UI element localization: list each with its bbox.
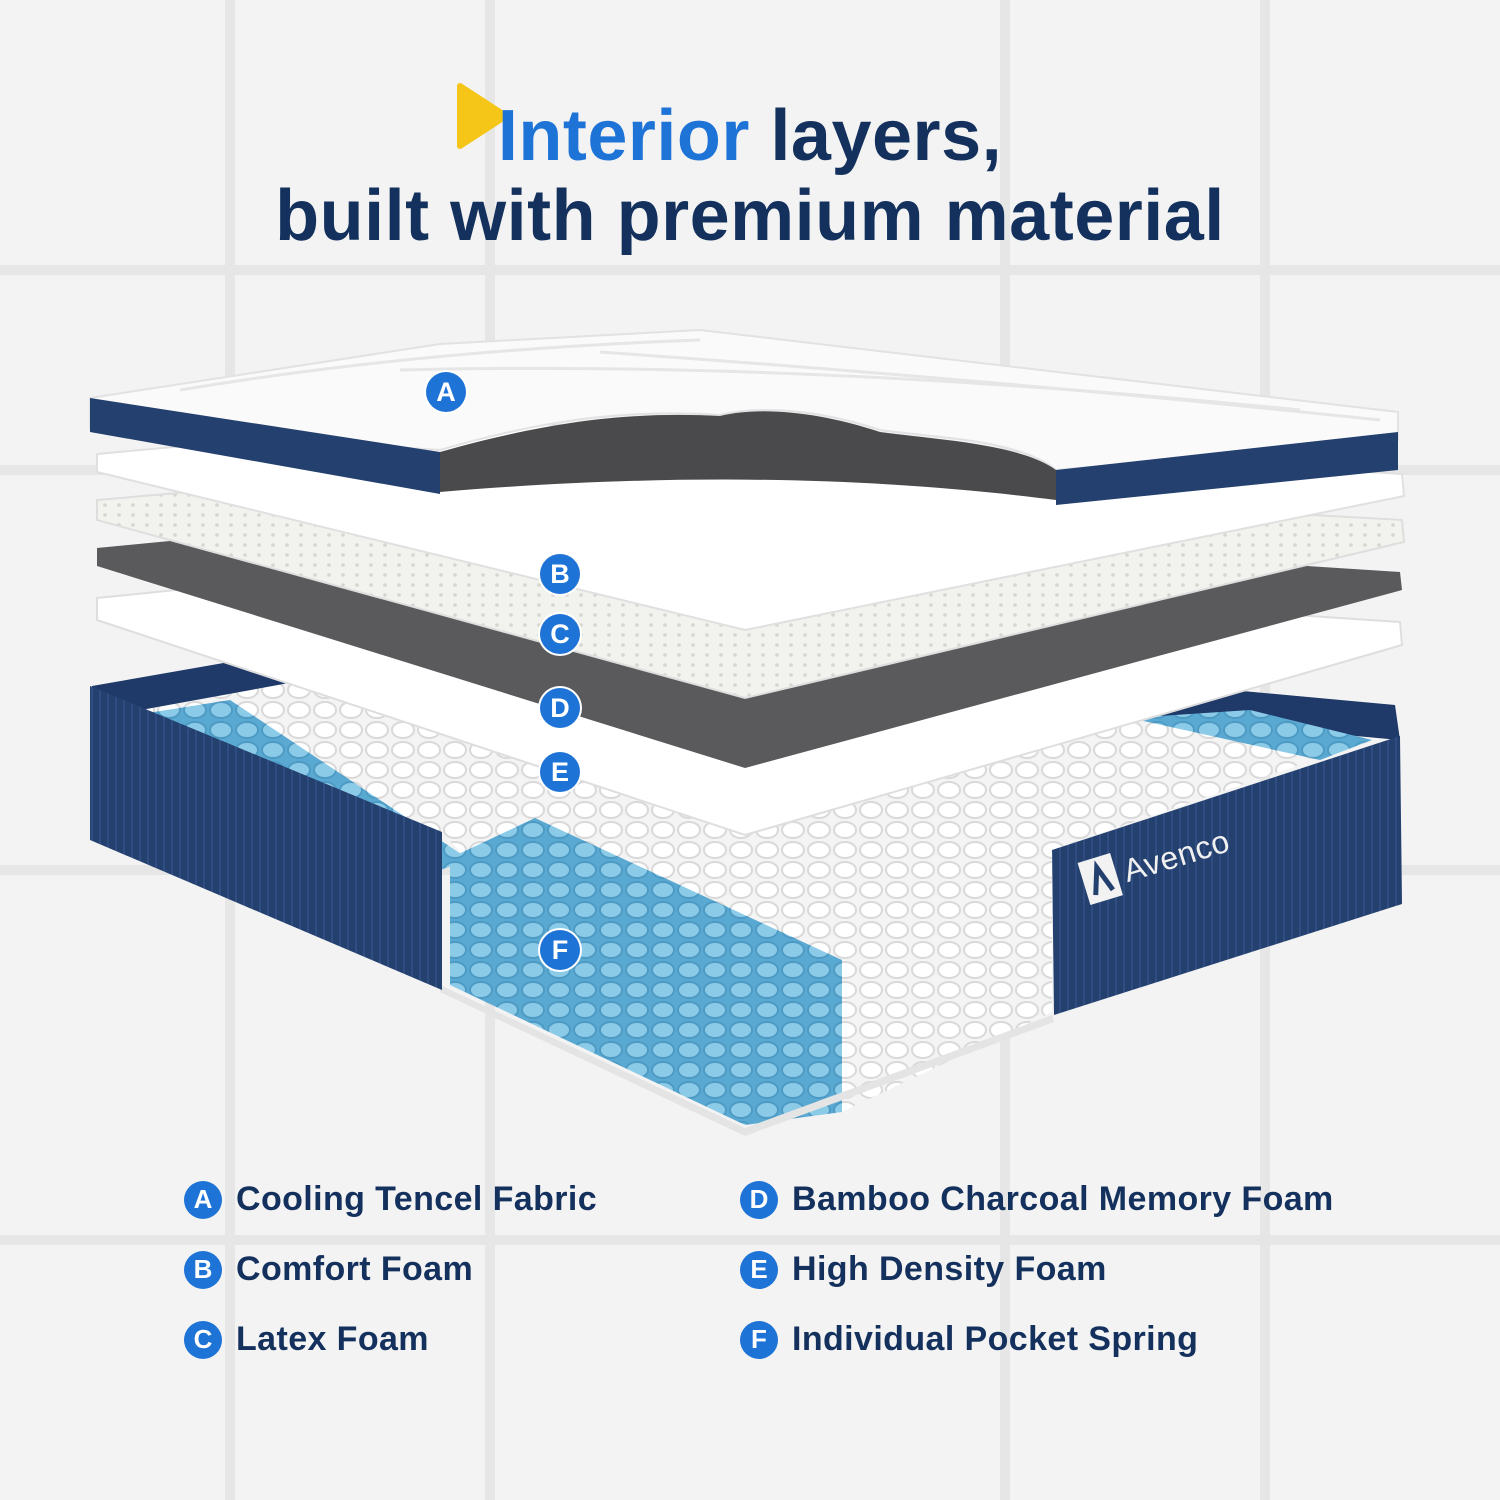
legend-badge-b: B bbox=[184, 1250, 222, 1289]
legend-badge-e: E bbox=[740, 1250, 778, 1289]
layer-a-right-edge bbox=[1056, 432, 1398, 505]
marker-b: B bbox=[540, 554, 580, 594]
legend-label-c: Latex Foam bbox=[236, 1320, 429, 1358]
marker-d: D bbox=[540, 688, 580, 728]
heading-line-2: built with premium material bbox=[275, 176, 1225, 256]
legend-item-c: C Latex Foam bbox=[184, 1320, 429, 1359]
play-mark-icon bbox=[457, 83, 509, 149]
heading-line-1-rest: layers, bbox=[749, 96, 1003, 176]
legend-label-d: Bamboo Charcoal Memory Foam bbox=[792, 1180, 1334, 1218]
legend-badge-d: D bbox=[740, 1180, 778, 1219]
spring-base-left-side bbox=[90, 686, 442, 990]
brand-label: Avenco bbox=[1077, 819, 1235, 906]
layer-a-top-fabric bbox=[89, 328, 1399, 472]
marker-f: F bbox=[540, 930, 580, 970]
spring-zone-right bbox=[1130, 710, 1372, 760]
marker-c: C bbox=[540, 614, 580, 654]
layer-a-cutaway bbox=[440, 411, 1056, 500]
legend-item-b: B Comfort Foam bbox=[184, 1250, 473, 1289]
legend-item-f: F Individual Pocket Spring bbox=[740, 1320, 1198, 1359]
avenco-logo-icon bbox=[1077, 853, 1123, 906]
legend-label-f: Individual Pocket Spring bbox=[792, 1320, 1199, 1358]
legend-item-e: E High Density Foam bbox=[740, 1250, 1107, 1289]
spring-cutaway-white bbox=[842, 852, 1052, 1112]
spring-base-bottom bbox=[440, 985, 1054, 1136]
legend-label-a: Cooling Tencel Fabric bbox=[236, 1180, 598, 1218]
heading-accent-word: Interior bbox=[497, 96, 750, 176]
layer-a-left-edge bbox=[90, 398, 440, 494]
legend-item-a: A Cooling Tencel Fabric bbox=[184, 1180, 597, 1219]
legend-badge-c: C bbox=[184, 1320, 222, 1359]
legend-label-b: Comfort Foam bbox=[236, 1250, 474, 1288]
marker-a: A bbox=[426, 372, 466, 412]
marker-e: E bbox=[540, 752, 580, 792]
spring-base-right-side bbox=[1052, 736, 1402, 1015]
legend-badge-f: F bbox=[740, 1320, 778, 1359]
spring-cutaway-blue bbox=[450, 818, 842, 1125]
legend-item-d: D Bamboo Charcoal Memory Foam bbox=[740, 1180, 1334, 1219]
spring-base-top bbox=[130, 650, 1372, 1125]
heading-line-1: Interior layers, bbox=[0, 100, 1500, 172]
legend-label-e: High Density Foam bbox=[792, 1250, 1107, 1288]
legend-badge-a: A bbox=[184, 1180, 222, 1219]
